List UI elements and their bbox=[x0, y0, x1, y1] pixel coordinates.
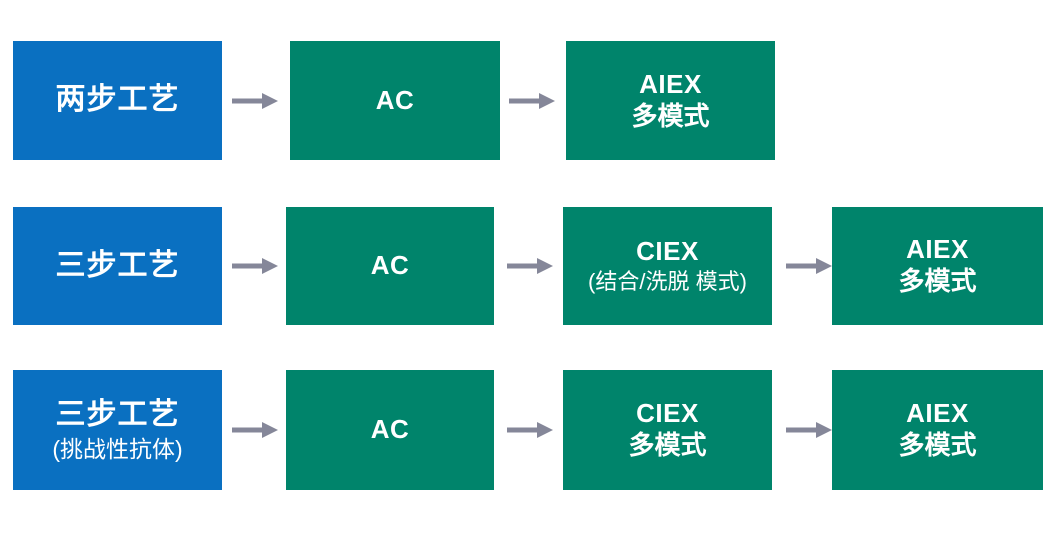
process-box-two-step: 两步工艺 bbox=[13, 41, 222, 160]
step-box-subtitle: 多模式 bbox=[628, 430, 707, 460]
process-box-title: 三步工艺 bbox=[55, 397, 180, 431]
step-box-title: AC bbox=[375, 84, 415, 115]
arrow-right-icon bbox=[507, 422, 553, 438]
process-box-subtitle: (挑战性抗体) bbox=[52, 436, 183, 463]
arrow-right-icon bbox=[232, 422, 278, 438]
step-box-title: CIEX bbox=[636, 235, 699, 266]
step-box-title: AC bbox=[370, 414, 410, 445]
step-box-subtitle: (结合/洗脱 模式) bbox=[588, 269, 747, 295]
step-box-aiex-multimodal: AIEX 多模式 bbox=[566, 41, 775, 160]
step-box-subtitle: 多模式 bbox=[898, 266, 977, 296]
process-box-title: 三步工艺 bbox=[55, 248, 180, 282]
step-box-title: AC bbox=[370, 250, 410, 281]
step-box-title: AIEX bbox=[906, 234, 969, 265]
step-box-aiex-multimodal: AIEX 多模式 bbox=[832, 370, 1043, 490]
arrow-right-icon bbox=[786, 422, 832, 438]
arrow-right-icon bbox=[232, 93, 278, 109]
step-box-title: AIEX bbox=[639, 68, 702, 99]
step-box-ciex-bind-elute: CIEX (结合/洗脱 模式) bbox=[563, 207, 772, 325]
step-box-ciex-multimodal: CIEX 多模式 bbox=[563, 370, 772, 490]
step-box-subtitle: 多模式 bbox=[631, 100, 710, 131]
arrow-right-icon bbox=[232, 258, 278, 274]
step-box-ac: AC bbox=[290, 41, 500, 160]
step-box-ac: AC bbox=[286, 207, 494, 325]
step-box-aiex-multimodal: AIEX 多模式 bbox=[832, 207, 1043, 325]
step-box-subtitle: 多模式 bbox=[898, 430, 977, 460]
step-box-ac: AC bbox=[286, 370, 494, 490]
step-box-title: CIEX bbox=[636, 398, 699, 429]
process-box-three-step-challenging: 三步工艺 (挑战性抗体) bbox=[13, 370, 222, 490]
arrow-right-icon bbox=[509, 93, 555, 109]
step-box-title: AIEX bbox=[906, 398, 969, 429]
arrow-right-icon bbox=[507, 258, 553, 274]
process-box-title: 两步工艺 bbox=[55, 83, 180, 117]
process-box-three-step: 三步工艺 bbox=[13, 207, 222, 325]
arrow-right-icon bbox=[786, 258, 832, 274]
